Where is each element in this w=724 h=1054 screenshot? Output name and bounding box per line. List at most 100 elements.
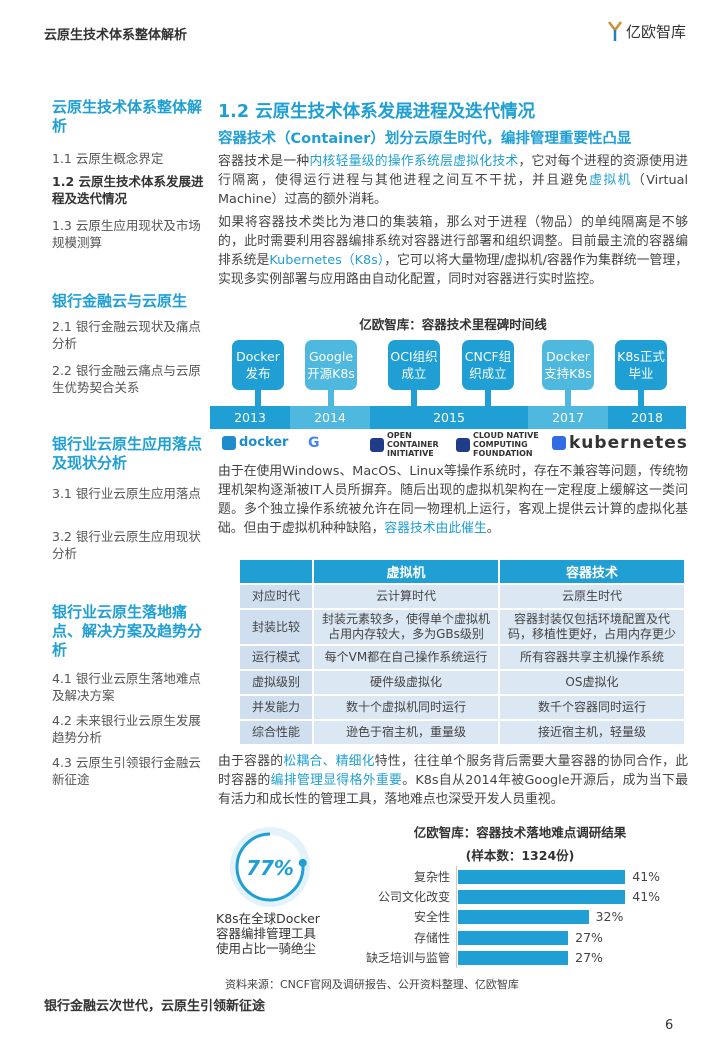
- milestone-stem: [411, 390, 417, 406]
- source-note: 资料来源：CNCF官网及调研报告、公开资料整理、亿欧智库: [225, 978, 519, 991]
- bar-label: 安全性: [413, 910, 450, 925]
- table-cell: 并发能力: [240, 696, 312, 719]
- table-cell: 硬件级虚拟化: [314, 671, 498, 694]
- paragraph: 如果将容器技术类比为港口的集装箱，那么对于进程（物品）的单纯隔离是不够的，此时需…: [218, 213, 688, 289]
- bar-label: 公司文化改变: [377, 890, 450, 905]
- kubernetes-icon: [552, 436, 566, 450]
- milestone-stem: [255, 390, 261, 406]
- paragraph: 由于在使用Windows、MacOS、Linux等操作系统时，存在不兼容等问题，…: [218, 462, 688, 538]
- bar-value: 27%: [575, 949, 603, 965]
- table-cell: 逊色于宿主机，重量级: [314, 721, 498, 744]
- table-row: 运行模式每个VM都在自己操作系统运行所有容器共享主机操作系统: [240, 646, 684, 669]
- sidebar-section-heading: 银行业云原生落地痛点、解决方案及趋势分析: [52, 603, 203, 659]
- logo-google-cloud-logo: G: [308, 431, 352, 455]
- sidebar-section-heading: 银行业云原生应用落点及现状分析: [52, 435, 203, 472]
- stat-ring-dot: [298, 858, 307, 867]
- docker-icon: [222, 436, 236, 450]
- highlight-text: 内核轻量级的操作系统层虚拟化技术: [309, 154, 519, 169]
- table-cell: 封装比较: [240, 610, 312, 644]
- table-row: 对应时代云计算时代云原生时代: [240, 585, 684, 608]
- logo-text: 亿欧智库: [626, 22, 687, 41]
- header-title: 云原生技术体系整体解析: [44, 28, 188, 43]
- highlight-text: 虚拟机: [589, 173, 632, 188]
- bar: [458, 930, 569, 945]
- table-cell: 所有容器共享主机操作系统: [499, 646, 684, 669]
- bar-label: 复杂性: [413, 870, 450, 884]
- stat-ring: 77%: [230, 827, 310, 907]
- sidebar-item[interactable]: 1.3 云原生应用现状及市场规模测算: [52, 218, 201, 250]
- highlight-text: Kubernetes（K8s）: [269, 253, 385, 268]
- highlight-text: 编排管理显得格外重要: [270, 773, 403, 788]
- bar: [458, 890, 626, 905]
- milestone-box: Google 开源K8s: [305, 340, 357, 390]
- bar: [458, 910, 589, 925]
- year-label: 2013: [210, 406, 290, 429]
- table-row: 封装比较封装元素较多，使得单个虚拟机占用内存较大，多为GBs级别容器封装仅包括环…: [240, 610, 684, 644]
- chart-title: 亿欧智库：容器技术落地难点调研结果: [413, 825, 627, 840]
- chart-axis: [456, 866, 457, 968]
- logo-oci-logo: OPEN CONTAINER INITIATIVE: [370, 431, 452, 458]
- sidebar-item[interactable]: 3.2 银行业云原生应用现状分析: [52, 529, 201, 561]
- text-segment: 特性，往往单个服务背后需要大量容器的协同合作，此时容器的: [218, 754, 689, 788]
- chart-subtitle: (样本数：1324份): [465, 848, 575, 863]
- page-number: 6: [665, 1018, 674, 1033]
- logo-cncf-logo: CLOUD NATIVE COMPUTING FOUNDATION: [456, 431, 548, 458]
- table-cell: OS虚拟化: [499, 671, 684, 694]
- cncf-icon: [456, 437, 470, 452]
- text-segment: 。: [486, 521, 500, 536]
- sidebar-item[interactable]: 2.2 银行金融云痛点与云原生优势契合关系: [52, 363, 201, 395]
- table-cell: 数千个容器同时运行: [499, 696, 684, 719]
- milestone-stem: [485, 390, 491, 406]
- milestone-stem: [638, 390, 644, 406]
- text-segment: 。K8s自从2014年被Google开源后，成为当下最有活力和成长性的管理工具，…: [218, 773, 688, 807]
- text-segment: ，它对每个进程的资源使用进行隔离，使得运行进程与其他进程之间互不干扰，并且避免: [218, 154, 689, 188]
- text-segment: ，它可以将大量物理/虚拟机/容器作为集群统一管理，实现多实例部署与应用路由自动化…: [218, 253, 689, 287]
- oci-logo-text: OPEN CONTAINER INITIATIVE: [387, 431, 439, 458]
- stat-caption: K8s在全球Docker容器编排管理工具使用占比一骑绝尘: [216, 911, 320, 956]
- table-cell: 数十个虚拟机同时运行: [314, 696, 498, 719]
- milestone-box: Docker 发布: [232, 340, 284, 390]
- milestone-box: K8s正式 毕业: [615, 340, 667, 390]
- stat-value: 77%: [246, 856, 294, 880]
- comparison-table: 虚拟机容器技术对应时代云计算时代云原生时代封装比较封装元素较多，使得单个虚拟机占…: [238, 558, 686, 746]
- milestone-box: OCI组织 成立: [388, 340, 440, 390]
- logo-icon: [608, 21, 622, 41]
- table-cell: 运行模式: [240, 646, 312, 669]
- sidebar-item[interactable]: 4.3 云原生引领银行金融云新征途: [52, 755, 201, 787]
- table-row: 并发能力数十个虚拟机同时运行数千个容器同时运行: [240, 696, 684, 719]
- text-segment: 由于容器的: [218, 754, 284, 769]
- bar-label: 缺乏培训与监管: [365, 950, 450, 965]
- paragraph: 由于容器的松耦合、精细化特性，往往单个服务背后需要大量容器的协同合作，此时容器的…: [218, 752, 688, 809]
- year-label: 2014: [290, 406, 370, 429]
- oci-icon: [370, 437, 384, 452]
- milestone-stem: [565, 390, 571, 406]
- table-cell: 综合性能: [240, 721, 312, 744]
- bar: [458, 950, 569, 965]
- paragraph: 容器技术是一种内核轻量级的操作系统层虚拟化技术，它对每个进程的资源使用进行隔离，…: [218, 152, 688, 209]
- milestone-stem: [328, 390, 334, 406]
- sidebar-item[interactable]: 2.1 银行金融云现状及痛点分析: [52, 319, 201, 351]
- bar: [458, 870, 626, 884]
- sidebar-item[interactable]: 4.2 未来银行业云原生发展趋势分析: [52, 713, 201, 745]
- sidebar-item[interactable]: 1.1 云原生概念界定: [52, 151, 164, 166]
- table-header: [240, 560, 312, 583]
- sidebar-item[interactable]: 3.1 银行业云原生应用落点: [52, 486, 201, 501]
- text-segment: 如果将容器技术类比为港口的集装箱，那么对于进程（物品）的单纯隔离是不够的，此时需…: [218, 215, 688, 268]
- table-cell: 虚拟级别: [240, 671, 312, 694]
- bar-value: 32%: [595, 909, 624, 925]
- table-cell: 容器封装仅包括环境配置及代码，移植性更好，占用内存更少: [499, 610, 684, 644]
- sidebar-item[interactable]: 4.1 银行业云原生落地难点及解决方案: [52, 671, 201, 703]
- page-title: 1.2 云原生技术体系发展进程及迭代情况: [218, 102, 536, 122]
- table-header: 虚拟机: [314, 560, 498, 583]
- timeline-title: 亿欧智库：容器技术里程碑时间线: [359, 317, 547, 332]
- highlight-text: 松耦合、精细化: [283, 754, 375, 769]
- footer-tagline: 银行金融云次世代，云原生引领新征途: [44, 999, 266, 1014]
- milestone-box: Docker 支持K8s: [542, 340, 594, 390]
- sidebar-section-heading: 云原生技术体系整体解析: [52, 98, 203, 135]
- sidebar-item[interactable]: 1.2 云原生技术体系发展进程及迭代情况: [52, 174, 204, 206]
- bar-value: 41%: [632, 869, 661, 884]
- table-cell: 云计算时代: [314, 585, 498, 608]
- table-cell: 接近宿主机，轻量级: [499, 721, 684, 744]
- google-cloud-logo-text: G: [308, 434, 320, 451]
